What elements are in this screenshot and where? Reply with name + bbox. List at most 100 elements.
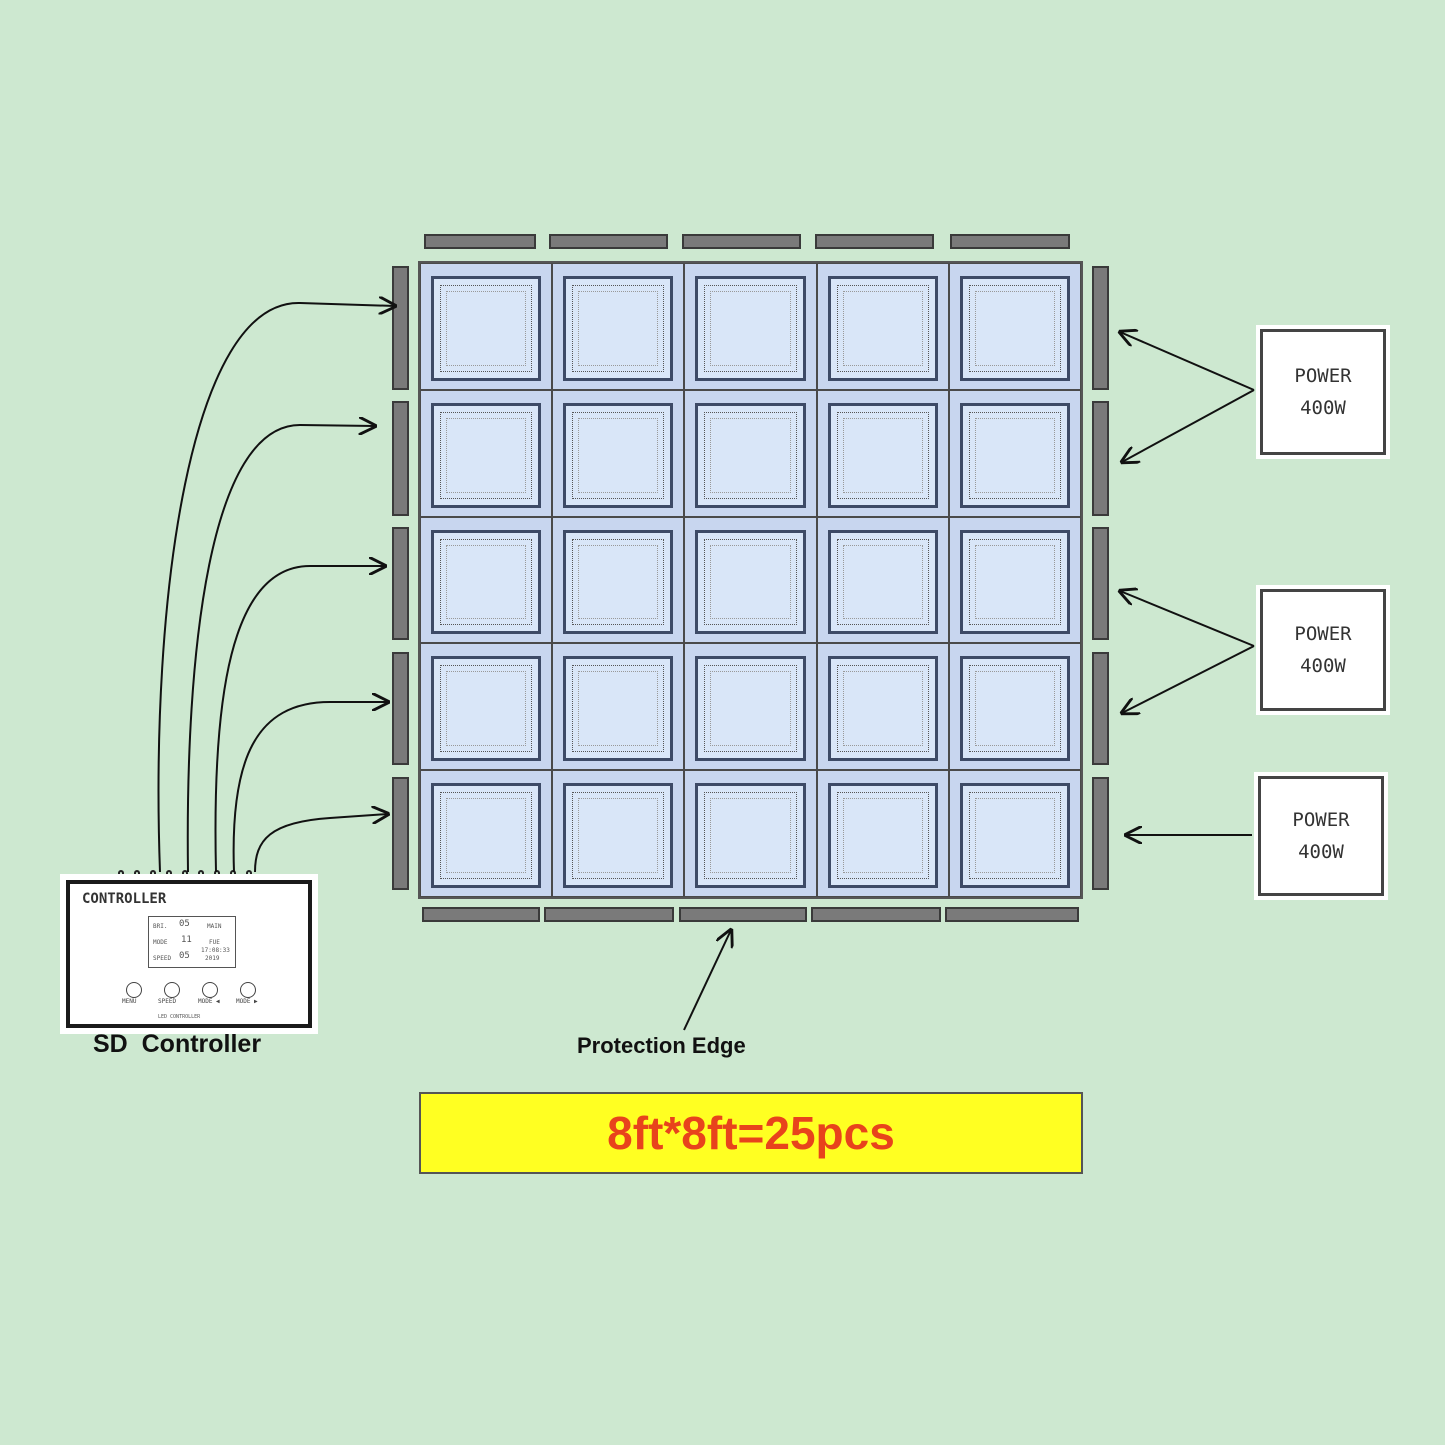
- floor-tile: [684, 643, 817, 771]
- power-2-wire-a: [1120, 591, 1255, 647]
- protection-edge-right-4: [1092, 652, 1109, 765]
- floor-tile: [420, 516, 553, 644]
- controller-mode-right-button: [240, 982, 256, 998]
- tile-led-ring: [440, 792, 533, 879]
- protection-edge-bottom-5: [945, 907, 1079, 922]
- floor-tile: [684, 389, 817, 517]
- tile-led-ring-inner: [842, 291, 923, 366]
- tile-led-ring-inner: [578, 798, 659, 873]
- lcd-row3-val: 05: [179, 951, 190, 961]
- protection-edge-right-2: [1092, 401, 1109, 516]
- floor-tile: [552, 770, 685, 897]
- protection-edge-left-1: [392, 266, 409, 390]
- controller-wire-1: [157, 303, 395, 873]
- floor-tile: [552, 389, 685, 517]
- tile-panel: [959, 276, 1070, 381]
- tile-led-ring: [704, 538, 797, 626]
- controller-mode-left-button: [202, 982, 218, 998]
- tile-led-ring-inner: [974, 544, 1055, 620]
- power-unit-3-wattage: 400W: [1298, 841, 1344, 863]
- controller-wire-3: [214, 566, 385, 873]
- controller-pin-2: [134, 870, 140, 882]
- protection-edge-top-4: [815, 234, 934, 249]
- tile-panel: [959, 529, 1070, 635]
- protection-edge-left-2: [392, 401, 409, 516]
- tile-led-ring: [704, 285, 797, 372]
- controller-speed-button: [164, 982, 180, 998]
- tile-led-ring-inner: [446, 798, 527, 873]
- tile-led-ring: [836, 665, 929, 753]
- tile-panel: [695, 529, 806, 635]
- tile-panel: [431, 783, 542, 888]
- tile-led-ring-inner: [974, 671, 1055, 747]
- controller-mode-left-label: MODE ◀: [198, 998, 220, 1005]
- tile-panel: [563, 276, 674, 381]
- tile-led-ring-inner: [446, 417, 527, 493]
- controller-title: CONTROLLER: [82, 891, 167, 907]
- power-unit-2-wattage: 400W: [1300, 655, 1346, 677]
- floor-tile: [948, 643, 1081, 771]
- protection-edge-right-3: [1092, 527, 1109, 640]
- tile-led-ring-inner: [974, 417, 1055, 493]
- floor-tile: [948, 770, 1081, 897]
- power-unit-3: POWER 400W: [1254, 772, 1388, 900]
- power-unit-3-label: POWER: [1292, 809, 1350, 831]
- tile-led-ring: [440, 285, 533, 372]
- tile-led-ring-inner: [842, 671, 923, 747]
- lcd-row1-key: BRI.: [153, 923, 168, 930]
- tile-panel: [431, 529, 542, 635]
- tile-led-ring: [704, 411, 797, 499]
- power-unit-2-label: POWER: [1294, 623, 1352, 645]
- protection-edge-right-1: [1092, 266, 1109, 390]
- tile-led-ring: [440, 538, 533, 626]
- controller-pin-1: [118, 870, 124, 882]
- floor-tile: [420, 263, 553, 390]
- tile-panel: [827, 529, 938, 635]
- tile-led-ring: [704, 665, 797, 753]
- floor-tile: [948, 516, 1081, 644]
- tile-led-ring: [836, 411, 929, 499]
- power-2-wire-b: [1122, 645, 1255, 713]
- lcd-time: 17:08:33: [201, 947, 230, 954]
- tile-led-ring-inner: [446, 671, 527, 747]
- tile-panel: [431, 276, 542, 381]
- tile-led-ring-inner: [710, 544, 791, 620]
- tile-led-ring-inner: [446, 544, 527, 620]
- protection-edge-label: Protection Edge: [577, 1033, 746, 1058]
- tile-panel: [563, 783, 674, 888]
- lcd-date: 2019: [205, 955, 220, 962]
- tile-panel: [695, 276, 806, 381]
- tile-led-ring: [572, 411, 665, 499]
- controller-wire-5: [254, 814, 388, 873]
- tile-panel: [431, 402, 542, 508]
- controller-label: SD Controller: [93, 1030, 262, 1058]
- power-unit-2: POWER 400W: [1256, 585, 1390, 715]
- protection-edge-left-5: [392, 777, 409, 890]
- controller-menu-label: MENU: [122, 998, 137, 1005]
- tile-led-ring-inner: [842, 544, 923, 620]
- power-unit-1-wattage: 400W: [1300, 397, 1346, 419]
- tile-panel: [431, 656, 542, 762]
- floor-tile: [552, 643, 685, 771]
- floor-tile: [552, 263, 685, 390]
- tile-led-ring: [836, 792, 929, 879]
- floor-tile: [552, 516, 685, 644]
- tile-panel: [563, 402, 674, 508]
- tile-led-ring: [968, 665, 1061, 753]
- protection-edge-top-5: [950, 234, 1070, 249]
- controller-subtitle: LED CONTROLLER: [158, 1014, 201, 1020]
- sd-controller: CONTROLLER BRI. 05 MAIN MODE 11 FUE SPEE…: [60, 874, 318, 1034]
- tile-led-ring: [440, 665, 533, 753]
- lcd-row1-right: MAIN: [207, 923, 222, 930]
- tile-led-ring-inner: [710, 417, 791, 493]
- lcd-row2-key: MODE: [153, 939, 168, 946]
- led-floor-grid: [418, 261, 1083, 899]
- protection-edge-pointer: [683, 930, 731, 1031]
- tile-led-ring: [836, 285, 929, 372]
- tile-led-ring-inner: [710, 671, 791, 747]
- protection-edge-top-2: [549, 234, 668, 249]
- power-1-wire-a: [1120, 332, 1255, 391]
- protection-edge-right-5: [1092, 777, 1109, 890]
- tile-led-ring-inner: [842, 417, 923, 493]
